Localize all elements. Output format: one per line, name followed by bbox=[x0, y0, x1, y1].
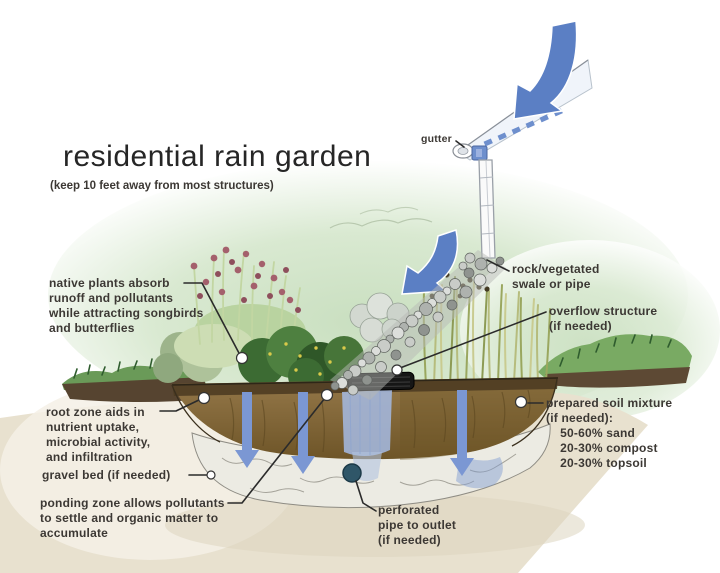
label-perforated-pipe: perforated pipe to outlet (if needed) bbox=[378, 503, 457, 547]
infiltration-arrows bbox=[235, 390, 474, 476]
garden-plants bbox=[153, 246, 551, 394]
leader-lines bbox=[159, 140, 547, 512]
diagram-subtitle: (keep 10 feet away from most structures) bbox=[50, 180, 274, 192]
label-native-plants: native plants absorb runoff and pollutan… bbox=[49, 276, 204, 335]
label-overflow-structure: overflow structure (if needed) bbox=[549, 304, 658, 333]
label-root-zone: root zone aids in nutrient uptake, micro… bbox=[46, 405, 151, 464]
rock-swale-illustration bbox=[330, 250, 506, 400]
ponding-water-column bbox=[342, 390, 392, 481]
label-rock-vegetated-swale: rock/vegetated swale or pipe bbox=[512, 262, 600, 291]
gutter-illustration bbox=[452, 108, 563, 161]
runoff-arrow-swale bbox=[401, 229, 459, 295]
label-ponding-zone: ponding zone allows pollutants to settle… bbox=[40, 496, 225, 540]
callout-dots bbox=[197, 351, 528, 480]
grass-mound-right bbox=[538, 334, 692, 388]
downspout-illustration bbox=[478, 159, 496, 259]
label-prepared-soil-mixture: prepared soil mixture (if needed): 50-60… bbox=[546, 396, 673, 470]
diagram-title: residential rain garden bbox=[63, 140, 372, 173]
label-gutter: gutter bbox=[421, 133, 452, 145]
runoff-arrow-roof bbox=[513, 20, 578, 120]
label-gravel-bed: gravel bed (if needed) bbox=[42, 468, 171, 482]
perforated-pipe-illustration bbox=[342, 463, 362, 483]
